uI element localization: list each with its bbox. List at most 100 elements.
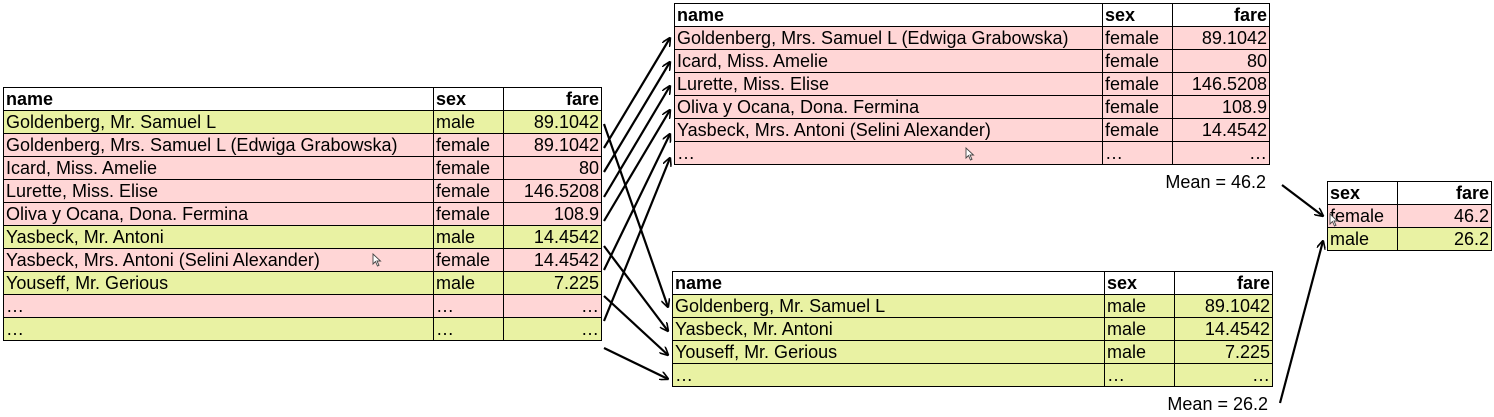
header-row: name sex fare xyxy=(3,87,602,111)
fare-cell: 46.2 xyxy=(1397,204,1492,228)
sex-cell: male xyxy=(433,271,504,295)
arrow-male-row-4 xyxy=(603,347,668,379)
female-mean-label: Mean = 46.2 xyxy=(1165,172,1266,192)
name-cell: … xyxy=(3,294,434,318)
header-row: name sex fare xyxy=(672,271,1273,295)
name-cell: … xyxy=(674,141,1103,165)
name-cell: Oliva y Ocana, Dona. Fermina xyxy=(674,95,1103,119)
fare-cell: 146.5208 xyxy=(503,179,602,203)
table-row: Yasbeck, Mrs. Antoni (Selini Alexander)f… xyxy=(674,118,1270,142)
male-mean-label: Mean = 26.2 xyxy=(1167,394,1268,414)
name-cell: Goldenberg, Mrs. Samuel L (Edwiga Grabow… xyxy=(3,133,434,157)
sex-cell: female xyxy=(1102,95,1173,119)
sex-cell: female xyxy=(433,156,504,180)
column-header-name: name xyxy=(672,271,1105,295)
fare-cell: 7.225 xyxy=(1174,340,1273,364)
arrow-male-row-1 xyxy=(602,123,668,307)
fare-cell: 108.9 xyxy=(1172,95,1270,119)
sex-cell: … xyxy=(433,317,504,341)
sex-cell: male xyxy=(1104,294,1175,318)
fare-cell: 89.1042 xyxy=(1172,26,1270,50)
column-header-fare: fare xyxy=(1174,271,1273,295)
sex-cell: female xyxy=(433,179,504,203)
name-cell: Lurette, Miss. Elise xyxy=(674,72,1103,96)
fare-cell: 14.4542 xyxy=(1172,118,1270,142)
arrow-female-row-1 xyxy=(603,38,670,149)
sex-cell: female xyxy=(1102,118,1173,142)
column-header-fare: fare xyxy=(503,87,602,111)
name-cell: Yasbeck, Mrs. Antoni (Selini Alexander) xyxy=(674,118,1103,142)
fare-cell: … xyxy=(1172,141,1270,165)
table-row: Goldenberg, Mrs. Samuel L (Edwiga Grabow… xyxy=(674,26,1270,50)
fare-cell: 14.4542 xyxy=(503,225,602,249)
arrow-female-row-6 xyxy=(602,158,670,322)
sex-cell: … xyxy=(1104,363,1175,387)
table-row: Yasbeck, Mrs. Antoni (Selini Alexander)f… xyxy=(3,248,602,272)
sex-cell: female xyxy=(433,133,504,157)
sex-cell: female xyxy=(1327,204,1398,228)
fare-cell: 14.4542 xyxy=(503,248,602,272)
name-cell: Goldenberg, Mr. Samuel L xyxy=(672,294,1105,318)
fare-cell: 7.225 xyxy=(503,271,602,295)
arrow-female-row-5 xyxy=(603,134,670,271)
sex-cell: male xyxy=(433,110,504,134)
table-row: ……… xyxy=(674,141,1270,165)
arrow-male-row-2 xyxy=(603,245,668,331)
sex-cell: male xyxy=(1327,227,1398,251)
arrow-male-mean xyxy=(1278,241,1323,404)
table-row: ……… xyxy=(3,294,602,318)
column-header-fare: fare xyxy=(1172,3,1270,27)
arrow-female-row-3 xyxy=(603,86,670,198)
arrow-male-row-3 xyxy=(603,295,668,355)
fare-cell: 89.1042 xyxy=(503,133,602,157)
column-header-name: name xyxy=(674,3,1103,27)
mouse-cursor-icon xyxy=(965,147,975,161)
header-row: name sex fare xyxy=(674,3,1270,27)
fare-cell: 80 xyxy=(503,156,602,180)
sex-cell: female xyxy=(1102,72,1173,96)
mouse-cursor-icon xyxy=(372,253,382,267)
sex-cell: female xyxy=(1102,26,1173,50)
fare-cell: 80 xyxy=(1172,49,1270,73)
name-cell: Goldenberg, Mrs. Samuel L (Edwiga Grabow… xyxy=(674,26,1103,50)
mouse-cursor-icon xyxy=(1329,213,1339,227)
name-cell: Goldenberg, Mr. Samuel L xyxy=(3,110,434,134)
name-cell: … xyxy=(672,363,1105,387)
column-header-sex: sex xyxy=(1102,3,1173,27)
fare-cell: 89.1042 xyxy=(1174,294,1273,318)
name-cell: Oliva y Ocana, Dona. Fermina xyxy=(3,202,434,226)
table-row: Goldenberg, Mrs. Samuel L (Edwiga Grabow… xyxy=(3,133,602,157)
name-cell: Yasbeck, Mr. Antoni xyxy=(672,317,1105,341)
arrow-female-row-4 xyxy=(603,110,670,222)
fare-cell: 26.2 xyxy=(1397,227,1492,251)
fare-cell: 108.9 xyxy=(503,202,602,226)
fare-cell: … xyxy=(503,294,602,318)
fare-cell: 146.5208 xyxy=(1172,72,1270,96)
name-cell: … xyxy=(3,317,434,341)
sex-cell: … xyxy=(1102,141,1173,165)
fare-cell: … xyxy=(503,317,602,341)
fare-cell: … xyxy=(1174,363,1273,387)
table-row: ……… xyxy=(672,363,1273,387)
name-cell: Lurette, Miss. Elise xyxy=(3,179,434,203)
sex-cell: female xyxy=(433,202,504,226)
sex-cell: female xyxy=(1102,49,1173,73)
table-row: ……… xyxy=(3,317,602,341)
name-cell: Icard, Miss. Amelie xyxy=(674,49,1103,73)
column-header-sex: sex xyxy=(1104,271,1175,295)
